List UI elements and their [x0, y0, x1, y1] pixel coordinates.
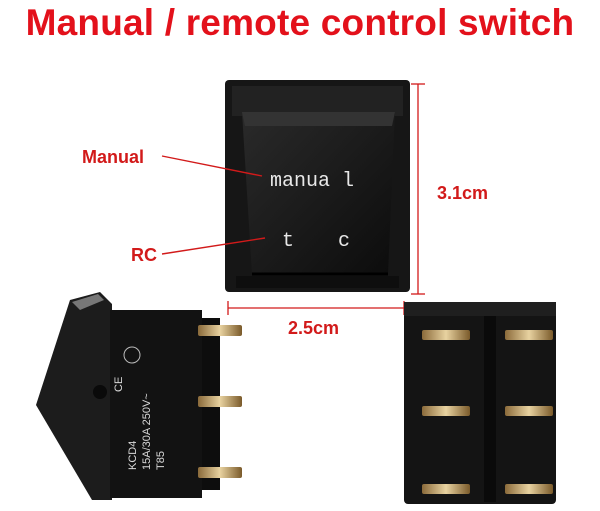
switch-manual-text: manua l: [270, 170, 354, 193]
manual-pointer-line: [161, 155, 263, 177]
side-view-switch: KCD4 15A/30A 250V~ T85 CE: [36, 292, 242, 500]
side-marking-model: KCD4: [127, 441, 139, 470]
rc-callout-label: RC: [131, 245, 157, 265]
rear-view-switch: [404, 302, 556, 504]
side-marking-rating: 15A/30A 250V~: [141, 393, 153, 470]
width-dimension-line: [227, 301, 405, 315]
side-marking-temp: T85: [155, 451, 167, 470]
height-dimension-label: 3.1cm: [437, 183, 489, 203]
page-title: Manual / remote control switch: [25, 2, 575, 43]
side-marking-cert: CE: [113, 377, 125, 392]
rc-pointer-line: [161, 237, 266, 255]
manual-callout-label: Manual: [82, 147, 145, 167]
switch-t-text: t: [282, 230, 294, 253]
front-view-switch: manua l t c: [225, 80, 410, 292]
switch-c-text: c: [338, 230, 350, 253]
certification-seal-icon: [123, 346, 141, 364]
height-dimension-line: [411, 83, 425, 295]
width-dimension-label: 2.5cm: [288, 318, 340, 338]
